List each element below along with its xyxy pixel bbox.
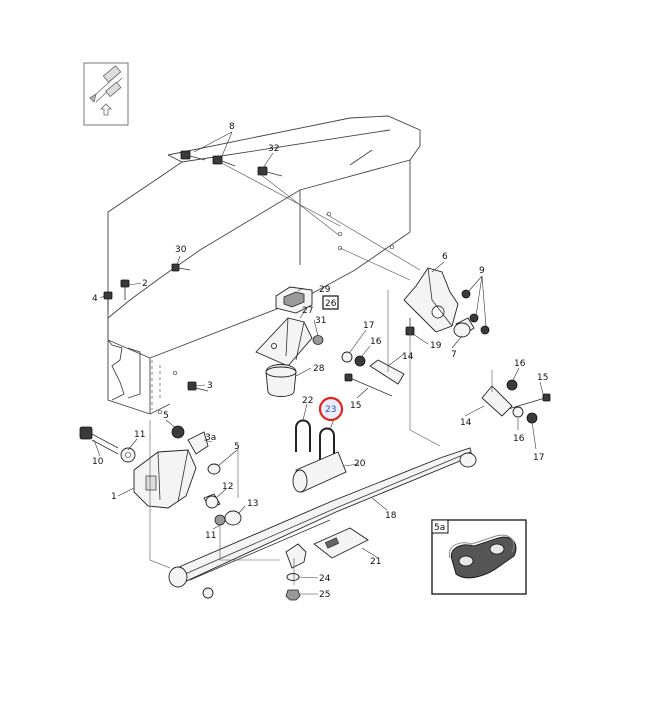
callout-1[interactable]: 1 (111, 492, 117, 502)
callout-16b[interactable]: 16 (514, 359, 526, 369)
callout-13[interactable]: 13 (247, 499, 258, 509)
orientation-icon[interactable] (83, 62, 129, 126)
end-bushing[interactable] (202, 587, 214, 599)
spacer-plate-5a-icon (448, 534, 517, 579)
bushing-7[interactable] (453, 317, 475, 338)
callout-6[interactable]: 6 (442, 252, 448, 262)
washer-16c[interactable] (512, 406, 524, 418)
rear-hanger-6[interactable] (403, 267, 459, 333)
nut-31[interactable] (312, 335, 324, 345)
callout-4[interactable]: 4 (92, 294, 98, 304)
callout-2[interactable]: 2 (142, 279, 148, 289)
callout-25[interactable]: 25 (319, 590, 330, 600)
callout-5-upper[interactable]: 5 (163, 411, 169, 421)
callout-14a[interactable]: 14 (402, 352, 414, 362)
bump-stop-block-29[interactable] (275, 286, 313, 314)
callout-18[interactable]: 18 (385, 511, 397, 521)
front-hanger-1[interactable] (133, 449, 197, 509)
bolt-4[interactable] (103, 291, 113, 313)
callout-9[interactable]: 9 (479, 266, 485, 276)
washer-11b[interactable] (214, 514, 226, 526)
callout-28[interactable]: 28 (313, 364, 325, 374)
shock-bracket[interactable] (285, 543, 307, 569)
callout-leader-lines (93, 131, 544, 595)
bracket-3a[interactable] (187, 431, 209, 455)
nut-25[interactable] (285, 589, 301, 601)
callout-32[interactable]: 32 (268, 144, 279, 154)
shackle-plate-14a[interactable] (369, 359, 405, 385)
washer-16a[interactable] (354, 355, 366, 367)
bolt-2[interactable] (120, 279, 130, 300)
washer-11a[interactable] (120, 447, 136, 463)
callout-17a[interactable]: 17 (363, 321, 374, 331)
callout-23-highlighted[interactable]: 23 (318, 396, 344, 422)
bolt-8-group[interactable] (180, 150, 236, 167)
callout-20[interactable]: 20 (354, 459, 366, 469)
bump-rubber-28[interactable] (265, 364, 297, 397)
callout-29[interactable]: 29 (319, 285, 331, 295)
bracket-27[interactable] (255, 317, 313, 367)
callout-11-upper[interactable]: 11 (134, 430, 145, 440)
callout-22[interactable]: 22 (302, 396, 313, 406)
clamp-plate-21[interactable] (313, 527, 369, 559)
callout-17b[interactable]: 17 (533, 453, 544, 463)
assembly-guide-lines (149, 159, 493, 585)
inset-label: 5a (434, 523, 445, 533)
callout-12[interactable]: 12 (222, 482, 233, 492)
callout-30[interactable]: 30 (175, 245, 187, 255)
callout-16c[interactable]: 16 (513, 434, 525, 444)
callout-19[interactable]: 19 (430, 341, 442, 351)
svg-text:26: 26 (325, 299, 337, 309)
washer-24[interactable] (286, 573, 300, 581)
shackle-plate-14b[interactable] (481, 385, 513, 417)
callout-15a[interactable]: 15 (350, 401, 361, 411)
callout-26-boxed[interactable]: 26 (322, 295, 339, 310)
u-bolt-22[interactable] (295, 419, 335, 461)
bushing-5a[interactable] (171, 425, 185, 439)
bushing-5b[interactable] (207, 463, 221, 475)
callout-11-lower[interactable]: 11 (205, 531, 216, 541)
bolt-30[interactable] (171, 263, 191, 272)
bolt-15b[interactable] (504, 393, 551, 411)
inset-5a[interactable]: 5a (431, 519, 527, 595)
callout-8[interactable]: 8 (229, 122, 235, 132)
bushing-12[interactable] (203, 493, 221, 509)
bolt-15a[interactable] (344, 373, 393, 397)
chassis-frame-rail (107, 115, 421, 415)
callout-21[interactable]: 21 (370, 557, 381, 567)
callout-10[interactable]: 10 (92, 457, 104, 467)
washer-17b[interactable] (526, 412, 538, 424)
washer-16b[interactable] (506, 379, 518, 391)
callout-23-label: 23 (325, 405, 336, 415)
callout-7[interactable]: 7 (451, 350, 457, 360)
callout-14b[interactable]: 14 (460, 418, 472, 428)
callout-27[interactable]: 27 (302, 306, 313, 316)
callout-labels: 8 32 30 2 4 29 27 31 28 3 6 9 19 7 17 16… (92, 122, 548, 600)
bolt-32[interactable] (257, 166, 283, 177)
callout-3a[interactable]: 3a (205, 433, 216, 443)
callout-15b[interactable]: 15 (537, 373, 548, 383)
leaf-spring-18[interactable] (168, 447, 477, 588)
callout-24[interactable]: 24 (319, 574, 331, 584)
callout-3[interactable]: 3 (207, 381, 213, 391)
washer-17a[interactable] (341, 351, 353, 363)
callout-16a[interactable]: 16 (370, 337, 382, 347)
bolt-3[interactable] (187, 381, 209, 392)
callout-31[interactable]: 31 (315, 316, 326, 326)
bolt-10[interactable] (79, 426, 119, 455)
callout-5-lower[interactable]: 5 (234, 442, 240, 452)
spring-pad-20[interactable] (292, 451, 347, 493)
